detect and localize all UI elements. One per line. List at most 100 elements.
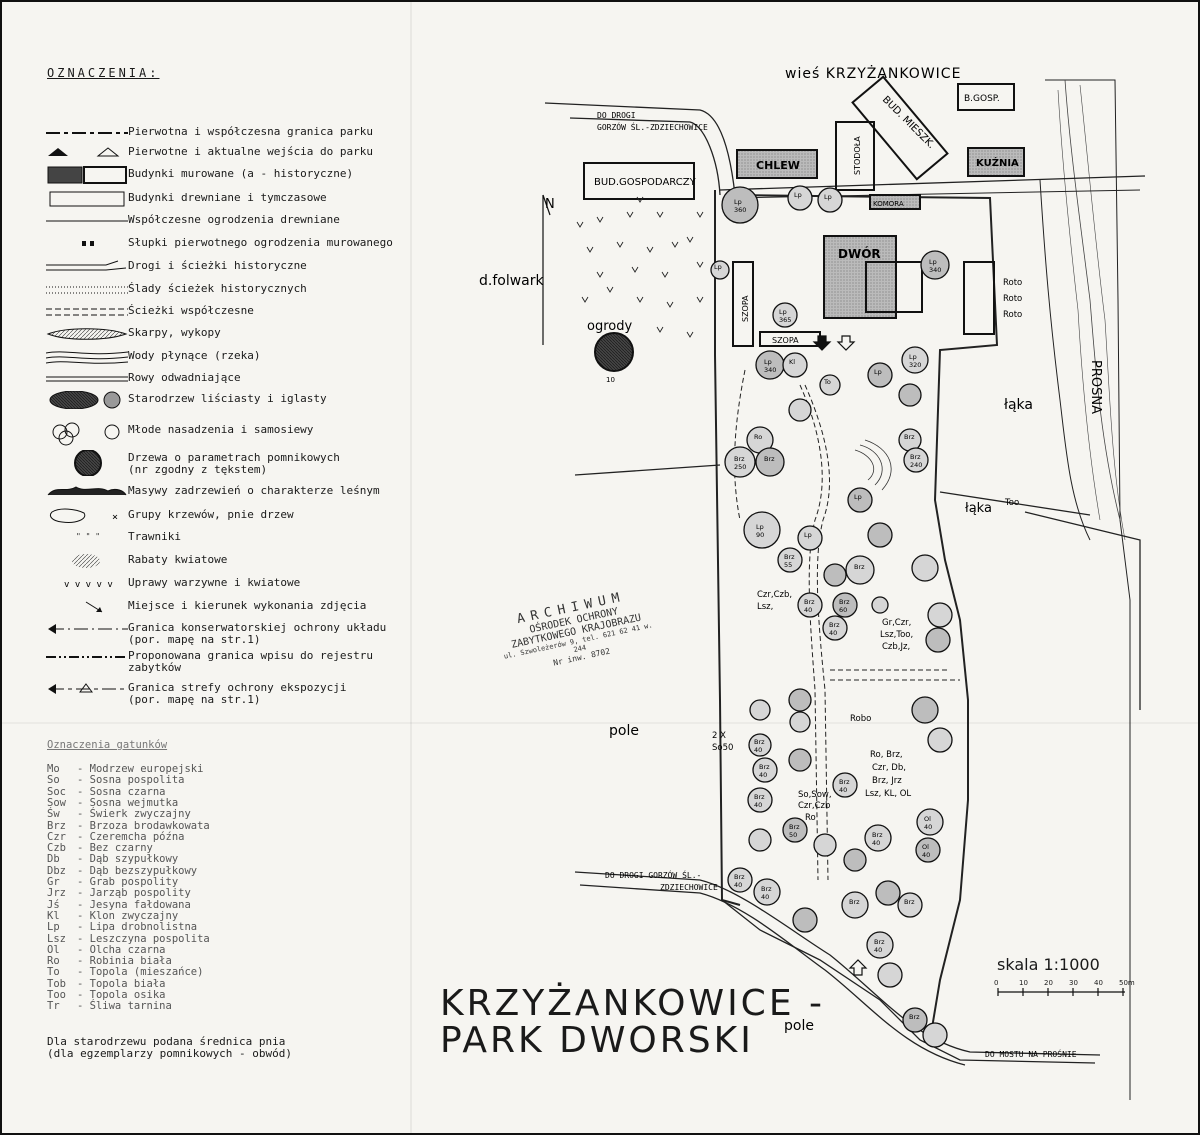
tree-label: Brz: [854, 563, 865, 571]
legend-symbol-icon: v v v v v: [46, 575, 128, 593]
tree-icon: [847, 487, 873, 513]
species-item: Św- Świerk zwyczajny: [47, 808, 191, 820]
legend-item: Współczesne ogrodzenia drewniane: [18, 210, 403, 232]
tree-label: Brz: [784, 553, 795, 561]
orchard-mark: [576, 221, 584, 228]
map-species-label: 2 X: [712, 731, 726, 741]
scale-tick-label: 40: [1094, 979, 1103, 987]
legend-item: Budynki drewniane i tymczasowe: [18, 188, 403, 210]
tree-label: 250: [734, 463, 746, 471]
tree-icon: [898, 383, 922, 407]
tree-label: Brz: [839, 598, 850, 606]
orchard-mark: [646, 246, 654, 253]
orchard-mark: [661, 271, 669, 278]
legend-symbol-icon: [46, 483, 128, 501]
tree-icon: [777, 547, 803, 573]
species-note-2: (dla egzemplarzy pomnikowych - obwód): [47, 1047, 293, 1060]
tree-icon: [819, 374, 841, 396]
map-species-label: So,Sow,: [798, 790, 832, 800]
map-species-label: Czr,Czb: [798, 801, 830, 811]
legend-symbol-icon: [46, 390, 128, 410]
tree-icon: [755, 447, 785, 477]
legend-symbol-icon: [46, 303, 128, 321]
legend-item: Młode nasadzenia i samosiewy: [18, 420, 403, 446]
tree-icon: [871, 596, 889, 614]
species-item: Jś- Jesyna fałdowana: [47, 899, 191, 911]
tree-icon: [710, 260, 730, 280]
map-species-label: Czr,Czb,: [757, 590, 792, 600]
tree-label: Brz: [761, 885, 772, 893]
label-chlew: CHLEW: [756, 159, 800, 172]
tree-icon: [922, 1022, 948, 1048]
tree-icon: [797, 592, 823, 618]
species-name: - Robinia biała: [77, 955, 172, 968]
tree-icon: [864, 824, 892, 852]
legend-item: Skarpy, wykopy: [18, 323, 403, 345]
legend-item-label: Pierwotne i aktualne wejścia do parku: [128, 145, 374, 158]
label-szopa-horizontal: SZOPA: [772, 336, 799, 345]
map-species-label: Roto: [1003, 294, 1022, 304]
road-bottom-label-2: ZDZIECHOWICE: [660, 883, 718, 892]
road-top-label-2: GORZÓW ŚL.-ZDZIECHOWICE: [597, 121, 708, 132]
tree-icon: [843, 848, 867, 872]
legend-item-label: Masywy zadrzewień o charakterze leśnym: [128, 484, 380, 497]
tree-icon: [897, 892, 923, 918]
building-dwor-wing: [865, 261, 923, 313]
fold-line-horizontal: [0, 722, 1200, 724]
scale-tick-label: 20: [1044, 979, 1053, 987]
species-name: - Topola biała: [77, 977, 166, 990]
lawn-arcs: [854, 439, 892, 491]
scale-tick-label: 50m: [1119, 979, 1135, 987]
map-species-label: Ro, Brz,: [870, 750, 903, 760]
species-item: Soc- Sosna czarna: [47, 786, 166, 798]
species-code: Brz: [47, 819, 66, 832]
legend-item-label: Rowy odwadniające: [128, 371, 241, 384]
tree-icon: [782, 352, 808, 378]
legend-item: Rowy odwadniające: [18, 368, 403, 390]
species-item: Too- Topola osika: [47, 989, 166, 1001]
tree-label: 40: [754, 746, 762, 754]
tree-icon: [749, 699, 771, 721]
legend-item-label: Proponowana granica wpisu do rejestru: [128, 649, 374, 662]
species-name: - Topola (mieszańce): [77, 966, 204, 979]
tree-label: 320: [909, 361, 921, 369]
map-species-label: Lsz,: [757, 602, 773, 612]
tree-icon: [788, 688, 812, 712]
legend-symbol-icon: [46, 258, 128, 276]
title-line-1: KRZYŻANKOWICE -: [440, 983, 825, 1024]
building-bud-gospodarczy: [583, 162, 695, 200]
legend-item-label: Wody płynące (rzeka): [128, 349, 261, 362]
species-name: - Lipa drobnolistna: [77, 921, 198, 934]
tree-label: Brz: [910, 453, 921, 461]
orchard-mark: [696, 261, 704, 268]
legend-item: ×Grupy krzewów, pnie drzew: [18, 505, 403, 527]
orchard-mark: [656, 211, 664, 218]
species-code: Dbz: [47, 864, 66, 877]
legend-item: Budynki murowane (a - historyczne): [18, 164, 403, 186]
legend-item: Starodrzew liściasty i iglasty: [18, 389, 403, 411]
fold-line-vertical: [410, 0, 412, 1135]
tree-icon: [925, 627, 951, 653]
tree-label: Brz: [764, 455, 775, 463]
tree-label: Brz: [804, 598, 815, 606]
tree-label: Brz: [874, 938, 885, 946]
legend-item-label: Budynki murowane (a - historyczne): [128, 167, 354, 180]
species-item: Db- Dąb szypułkowy: [47, 853, 178, 865]
species-code: Św: [47, 808, 60, 821]
map-species-label: Gr,Czr,: [882, 618, 911, 628]
tree-label: Ol: [922, 843, 929, 851]
map-species-label: Roto: [1003, 310, 1022, 320]
map-species-label: Lsz,Too,: [880, 630, 913, 640]
legend-item: Ślady ścieżek historycznych: [18, 279, 403, 301]
tree-icon: [911, 554, 939, 582]
tree-icon: [832, 592, 858, 618]
tree-label: 240: [910, 461, 922, 469]
tree-icon: [752, 757, 778, 783]
building-dwor: [823, 235, 897, 319]
species-item: Lp- Lipa drobnolistna: [47, 921, 197, 933]
species-code: To: [47, 966, 60, 979]
